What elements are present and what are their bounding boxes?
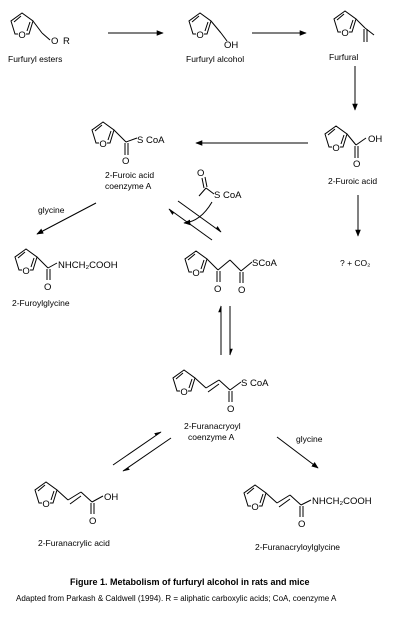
furoic-coa-label-line1: 2-Furoic acid [105, 170, 154, 180]
furanacrylic-acid-structure: O OH [34, 481, 118, 527]
furoylacetyl-coa-structure: O O SCoA [184, 250, 277, 296]
furoic-coa-structure: O S CoA [91, 121, 165, 167]
keto-o-atom: O [214, 284, 221, 295]
furoylglycine-chain: NHCH₂COOH [58, 260, 118, 271]
furanacryoyl-coa-structure: O S CoA [172, 369, 269, 415]
furanacrylic-oh-atom: OH [104, 492, 118, 503]
furanacrylic-o-atom: O [89, 516, 96, 527]
furoic-acid-oh-atom: OH [368, 134, 382, 145]
acetyl-coa-structure: O S CoA [197, 168, 242, 201]
furfural-label: Furfural [329, 52, 358, 62]
furanacryoyl-label-line1: 2-Furanacryoyl [184, 421, 241, 431]
thioester-o-atom: O [238, 285, 245, 296]
ester-o-atom: O [51, 36, 58, 47]
furanacryoyl-o-atom: O [227, 404, 234, 415]
arrow-to-furanacryloylglycine [276, 436, 319, 469]
arrow-coa-to-furoylglycine [36, 202, 97, 235]
furanacryloylglycine-chain: NHCH₂COOH [312, 496, 372, 507]
furanacryoyl-label-line2: coenzyme A [188, 432, 235, 442]
ester-r-atom: R [63, 36, 70, 47]
furoic-coa-scoa-atom: S CoA [137, 135, 165, 146]
furanacryloylglycine-o-atom: O [298, 519, 305, 530]
furfuryl-alcohol-label: Furfuryl alcohol [186, 54, 244, 64]
arrow-acetyl-coa-curved [183, 201, 213, 226]
furoic-acid-o-atom: O [353, 159, 360, 170]
furoylglycine-o-atom: O [44, 282, 51, 293]
acetyl-coa-scoa-atom: S CoA [214, 190, 242, 201]
furfuryl-alcohol-structure: OH [188, 12, 238, 51]
furanacrylic-acid-label: 2-Furanacrylic acid [38, 538, 110, 548]
figure-caption-note: Adapted from Parkash & Caldwell (1994). … [16, 594, 337, 603]
arrow-acrylic-forward [112, 431, 162, 466]
furfuryl-esters-structure: O R [10, 12, 70, 47]
furfuryl-esters-label: Furfuryl esters [8, 54, 62, 64]
furoic-coa-o-atom: O [122, 156, 129, 167]
furanacryoyl-scoa-atom: S CoA [241, 378, 269, 389]
furfural-structure [333, 10, 375, 42]
furoic-acid-structure: O OH [324, 125, 382, 170]
glycine-label-2: glycine [296, 434, 323, 444]
furoic-coa-label-line2: coenzyme A [105, 181, 152, 191]
glycine-label-1: glycine [38, 205, 65, 215]
furoylglycine-structure: O NHCH₂COOH [14, 248, 118, 293]
figure-caption-title: Figure 1. Metabolism of furfuryl alcohol… [70, 577, 310, 587]
furanacryloylglycine-label: 2-Furanacryloylglycine [255, 542, 340, 552]
alcohol-oh-atom: OH [224, 40, 238, 51]
arrow-equilibrium-forward [177, 200, 222, 233]
arrow-acrylic-reverse [122, 437, 172, 472]
co2-products-label: ? + CO₂ [340, 258, 370, 268]
furoylacetyl-scoa-atom: SCoA [252, 258, 277, 269]
acetyl-coa-o-atom: O [197, 168, 204, 179]
arrow-equilibrium-reverse [168, 208, 213, 241]
furoic-acid-label: 2-Furoic acid [328, 176, 377, 186]
furanacryloylglycine-structure: O NHCH₂COOH [243, 484, 372, 530]
furoylglycine-label: 2-Furoylglycine [12, 298, 70, 308]
